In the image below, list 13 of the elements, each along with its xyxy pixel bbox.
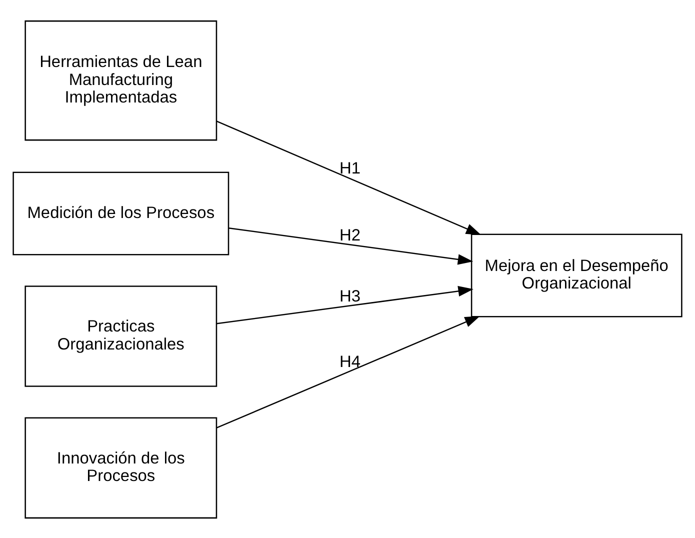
edge-label: H2 xyxy=(340,226,361,244)
edge-label: H1 xyxy=(340,158,361,177)
arrow xyxy=(216,315,480,428)
node-box: Herramientas de Lean Manufacturing Implementadas xyxy=(24,20,218,140)
node-box: Medición de los Procesos xyxy=(12,171,230,255)
edge-label: H4 xyxy=(340,352,361,371)
node-box: Mejora en el Desempeño Organizacional xyxy=(470,233,682,317)
arrow xyxy=(216,285,474,324)
arrow xyxy=(216,120,482,235)
node-box: Practicas Organizacionales xyxy=(24,285,218,386)
node-box: Innovación de los Procesos xyxy=(24,416,218,518)
arrow xyxy=(228,226,474,264)
edge-label: H3 xyxy=(340,286,361,305)
